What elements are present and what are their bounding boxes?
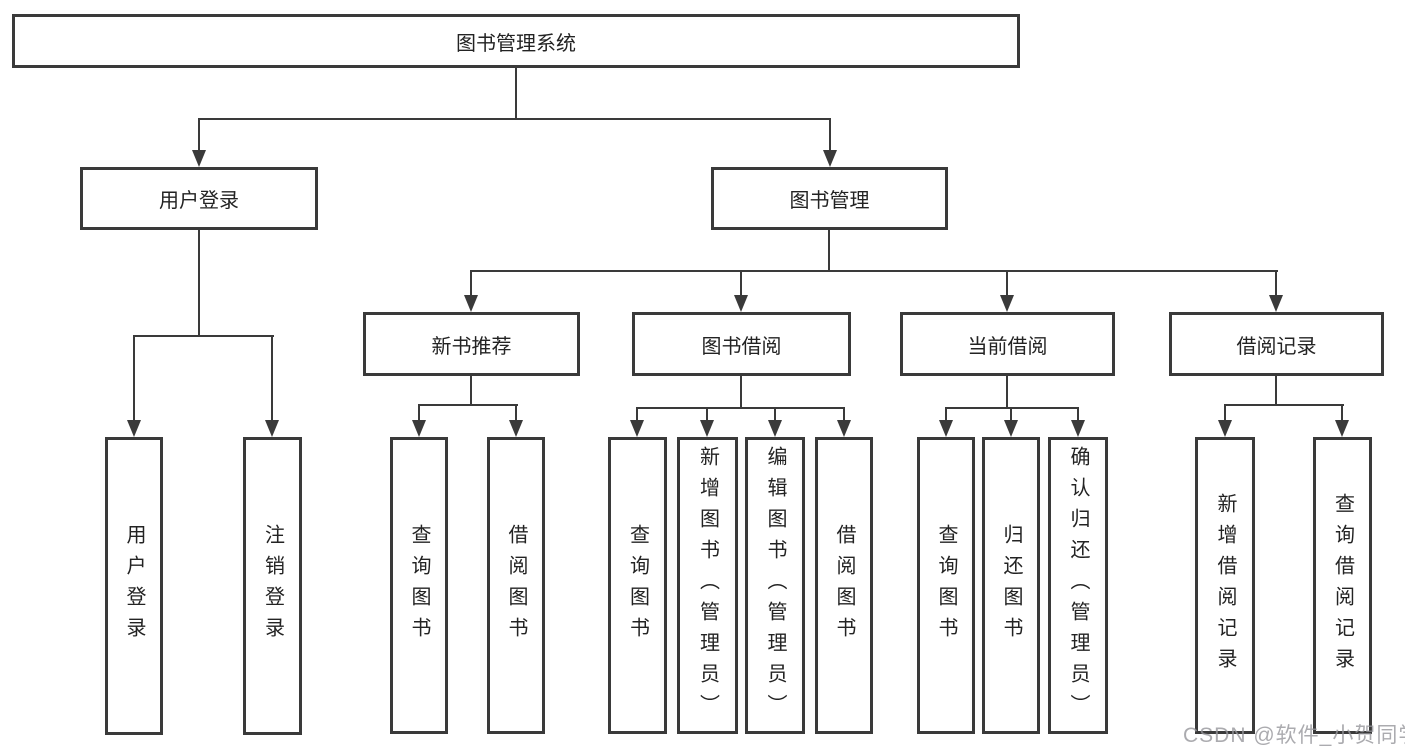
- node-book-management: 图书管理: [711, 167, 948, 230]
- arrowhead-down-icon: [1000, 295, 1014, 312]
- connector-line: [828, 230, 830, 272]
- arrowhead-down-icon: [1269, 295, 1283, 312]
- leaf-return-book-label: 归还图书: [1000, 523, 1022, 648]
- node-root: 图书管理系统: [12, 14, 1020, 68]
- connector-line: [774, 407, 776, 422]
- connector-line: [706, 407, 708, 422]
- connector-line: [637, 407, 845, 409]
- leaf-add-borrow-record-label: 新增借阅记录: [1214, 492, 1236, 679]
- connector-line: [133, 335, 135, 422]
- leaf-borrow-books-2-label: 借阅图书: [833, 523, 855, 648]
- leaf-borrow-books-1-label: 借阅图书: [505, 523, 527, 648]
- connector-line: [1006, 270, 1008, 297]
- connector-line: [515, 68, 517, 120]
- leaf-query-books-2: 查询图书: [608, 437, 667, 734]
- arrowhead-down-icon: [1004, 420, 1018, 437]
- connector-line: [1341, 404, 1343, 422]
- connector-line: [198, 230, 200, 337]
- arrowhead-down-icon: [127, 420, 141, 437]
- node-new-book-recommend-label: 新书推荐: [431, 335, 512, 358]
- connector-line: [636, 407, 638, 422]
- connector-line: [1006, 376, 1008, 409]
- connector-line: [271, 335, 273, 422]
- node-borrow-records: 借阅记录: [1169, 312, 1384, 376]
- node-book-borrow: 图书借阅: [632, 312, 851, 376]
- node-user-login: 用户登录: [80, 167, 318, 230]
- arrowhead-down-icon: [734, 295, 748, 312]
- arrowhead-down-icon: [412, 420, 426, 437]
- arrowhead-down-icon: [1071, 420, 1085, 437]
- leaf-confirm-return-admin-label: 确认归还（管理员）: [1067, 446, 1089, 725]
- arrowhead-down-icon: [192, 150, 206, 167]
- leaf-query-books-3-label: 查询图书: [935, 523, 957, 648]
- connector-line: [1275, 376, 1277, 406]
- arrowhead-down-icon: [939, 420, 953, 437]
- node-borrow-records-label: 借阅记录: [1236, 335, 1317, 358]
- leaf-query-borrow-record: 查询借阅记录: [1313, 437, 1372, 734]
- connector-line: [1077, 407, 1079, 422]
- leaf-add-borrow-record: 新增借阅记录: [1195, 437, 1255, 734]
- leaf-query-borrow-record-label: 查询借阅记录: [1331, 492, 1354, 679]
- connector-line: [1224, 404, 1226, 422]
- arrowhead-down-icon: [630, 420, 644, 437]
- connector-line: [1010, 407, 1012, 422]
- leaf-query-books-2-label: 查询图书: [626, 523, 649, 648]
- leaf-return-book: 归还图书: [982, 437, 1040, 734]
- leaf-add-book-admin-label: 新增图书（管理员）: [696, 446, 719, 725]
- connector-line: [418, 404, 420, 422]
- leaf-query-books-1: 查询图书: [390, 437, 448, 734]
- arrowhead-down-icon: [700, 420, 714, 437]
- leaf-query-books-1-label: 查询图书: [408, 523, 430, 648]
- connector-line: [198, 118, 831, 120]
- leaf-edit-book-admin-label: 编辑图书（管理员）: [764, 446, 786, 725]
- arrowhead-down-icon: [823, 150, 837, 167]
- connector-line: [945, 407, 947, 422]
- connector-line: [740, 376, 742, 409]
- connector-line: [843, 407, 845, 422]
- arrowhead-down-icon: [837, 420, 851, 437]
- node-book-borrow-label: 图书借阅: [701, 335, 782, 358]
- connector-line: [945, 407, 1079, 409]
- node-current-borrow-label: 当前借阅: [967, 335, 1048, 358]
- csdn-watermark: CSDN @软件_小贺同学: [1183, 724, 1405, 747]
- connector-line: [515, 404, 517, 422]
- arrowhead-down-icon: [464, 295, 478, 312]
- leaf-user-login-label: 用户登录: [123, 524, 145, 648]
- leaf-borrow-books-1: 借阅图书: [487, 437, 545, 734]
- connector-line: [133, 335, 274, 337]
- node-new-book-recommend: 新书推荐: [363, 312, 580, 376]
- connector-line: [470, 376, 472, 406]
- connector-line: [418, 404, 518, 406]
- arrowhead-down-icon: [768, 420, 782, 437]
- leaf-user-login: 用户登录: [105, 437, 163, 735]
- connector-line: [198, 118, 200, 152]
- arrowhead-down-icon: [1218, 420, 1232, 437]
- node-root-label: 图书管理系统: [456, 32, 576, 55]
- leaf-logout: 注销登录: [243, 437, 302, 735]
- leaf-confirm-return-admin: 确认归还（管理员）: [1048, 437, 1108, 734]
- leaf-borrow-books-2: 借阅图书: [815, 437, 873, 734]
- connector-line: [740, 270, 742, 297]
- node-current-borrow: 当前借阅: [900, 312, 1115, 376]
- connector-line: [829, 118, 831, 152]
- arrowhead-down-icon: [265, 420, 279, 437]
- arrowhead-down-icon: [509, 420, 523, 437]
- node-book-management-label: 图书管理: [789, 190, 870, 212]
- connector-line: [1275, 270, 1277, 297]
- arrowhead-down-icon: [1335, 420, 1349, 437]
- connector-line: [470, 270, 472, 297]
- node-user-login-label: 用户登录: [159, 190, 239, 212]
- connector-line: [1224, 404, 1344, 406]
- leaf-add-book-admin: 新增图书（管理员）: [677, 437, 738, 734]
- leaf-query-books-3: 查询图书: [917, 437, 975, 734]
- leaf-logout-label: 注销登录: [261, 524, 284, 648]
- connector-line: [470, 270, 1278, 272]
- leaf-edit-book-admin: 编辑图书（管理员）: [745, 437, 805, 734]
